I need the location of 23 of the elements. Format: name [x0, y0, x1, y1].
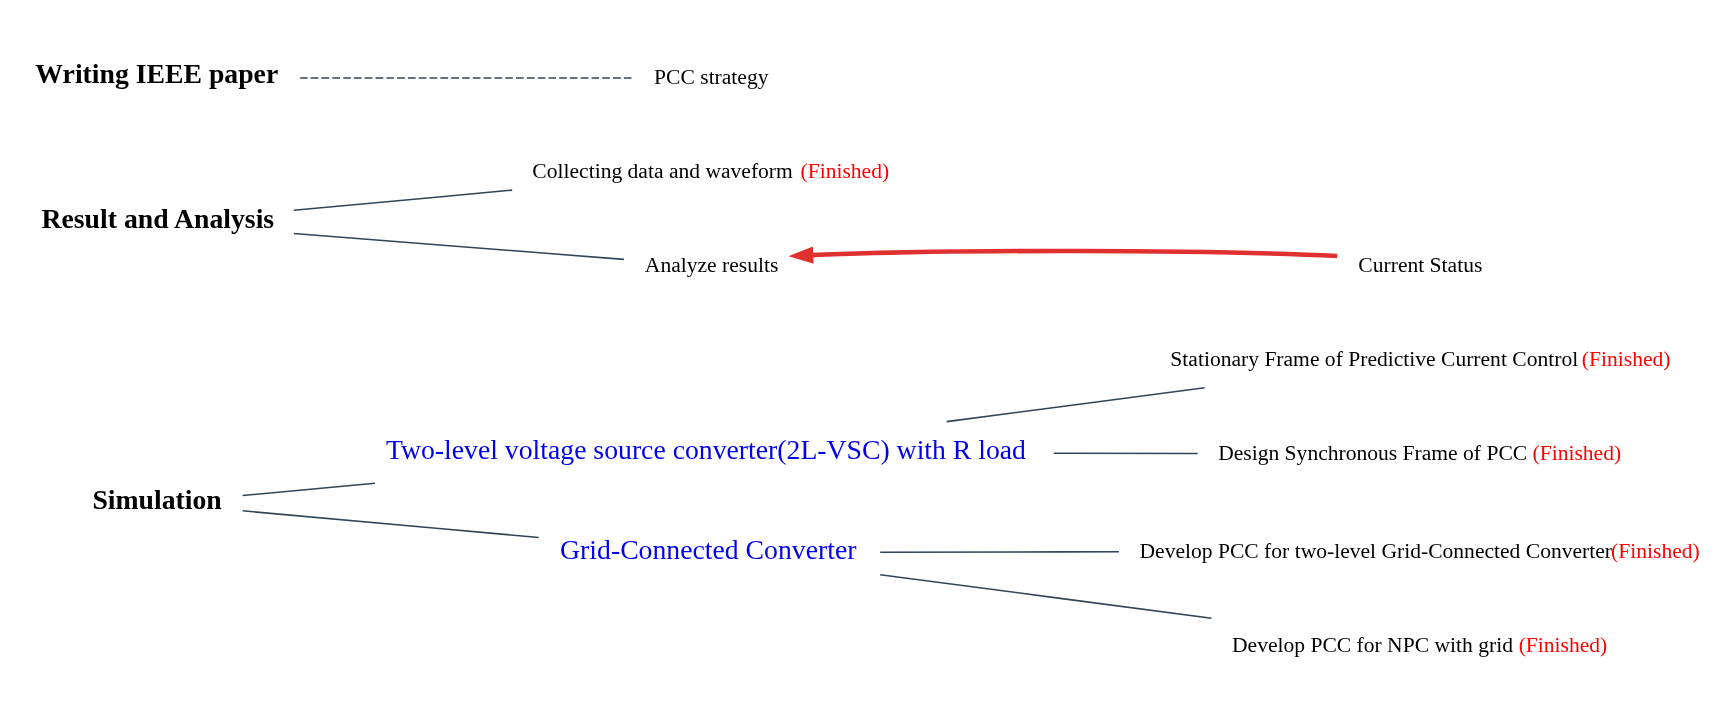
connector — [879, 550, 1120, 553]
connector — [293, 188, 513, 211]
node-text: Result and Analysis — [41, 202, 275, 234]
node-text: Simulation — [92, 483, 222, 515]
connector — [293, 232, 625, 260]
node-text: Develop PCC for two-level Grid-Connected Converter(Finished) — [1139, 538, 1700, 563]
node-text: Current Status — [1358, 252, 1483, 277]
node-text: Grid-Connected Converter — [560, 533, 857, 565]
node-text: Writing IEEE paper — [35, 57, 279, 89]
node-text: PCC strategy — [654, 64, 769, 89]
connector — [299, 76, 634, 79]
connector — [1052, 451, 1199, 454]
node-text: Develop PCC for NPC with grid (Finished) — [1232, 632, 1608, 657]
node-text: Analyze results — [644, 252, 779, 277]
connector — [241, 509, 540, 538]
node-text: Two-level voltage source converter(2L-VSC) with R load — [385, 433, 1026, 465]
node-text: Stationary Frame of Predictive Current Control (Finished) — [1170, 346, 1671, 371]
node-text: Design Synchronous Frame of PCC (Finished) — [1218, 440, 1622, 465]
connector — [945, 386, 1206, 422]
connector — [879, 573, 1213, 619]
arrow — [788, 245, 1338, 264]
connector — [241, 482, 376, 496]
node-text: Collecting data and waveform (Finished) — [532, 158, 890, 183]
